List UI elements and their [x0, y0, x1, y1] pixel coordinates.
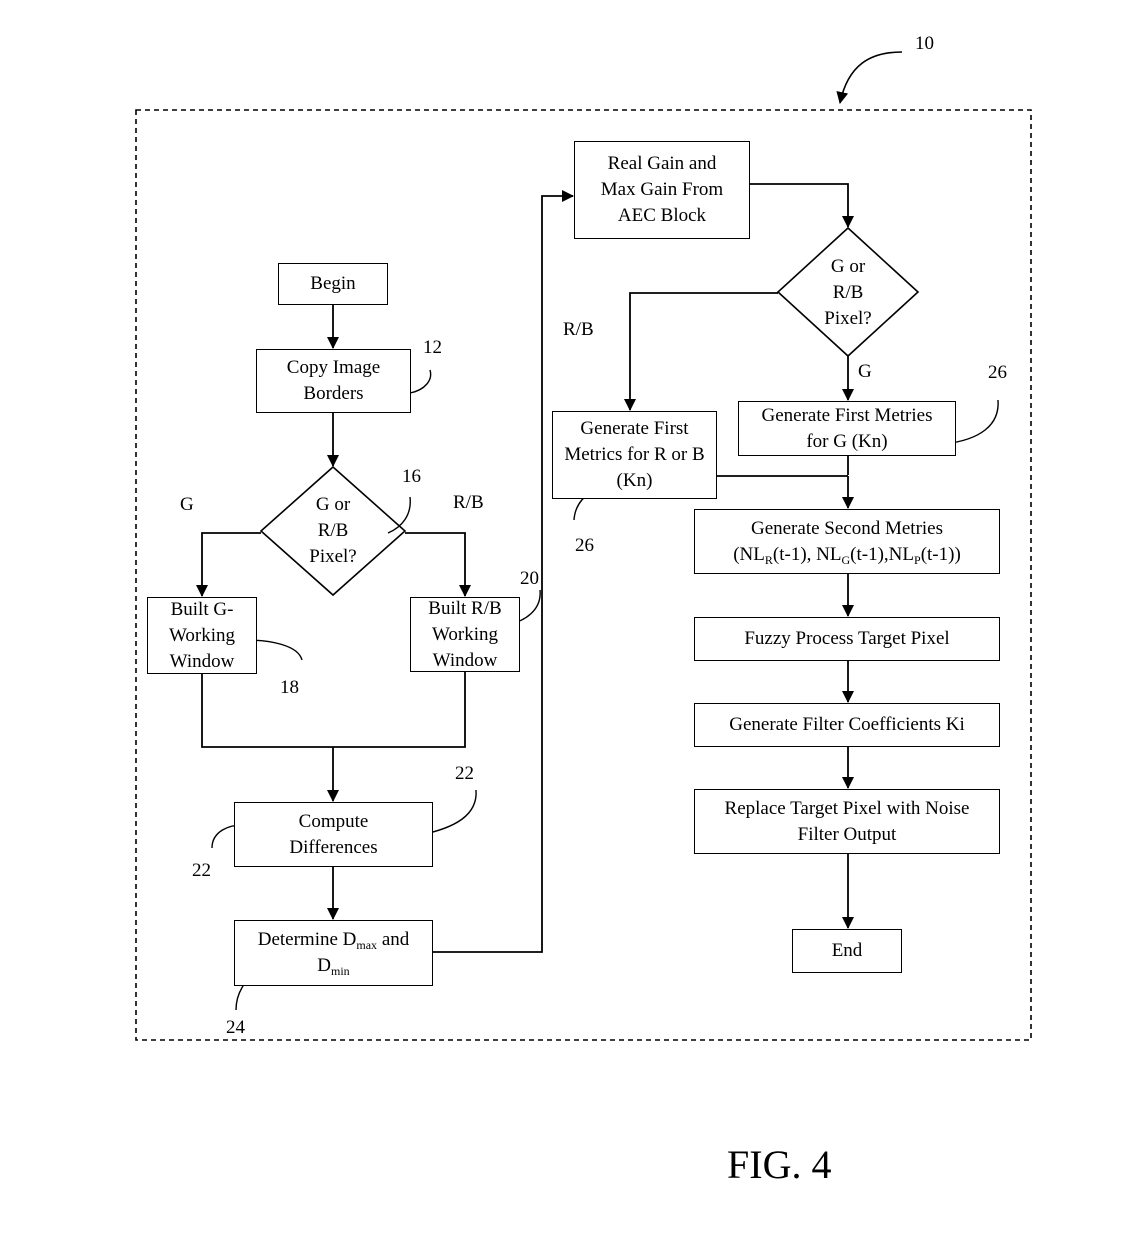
ref-10-leader — [836, 51, 903, 104]
gen-second-p4: (t-1)) — [920, 543, 961, 565]
ref-12-label: 12 — [423, 337, 442, 358]
arrow-decision-to-rb — [405, 532, 471, 597]
determine-sub-min: min — [331, 964, 350, 978]
built-rb-line2: Working — [431, 623, 498, 645]
decision-right-line1: G or — [830, 256, 866, 277]
fuzzy-label: Fuzzy Process Target Pixel — [744, 628, 950, 649]
compute-line1: Compute — [298, 810, 369, 832]
filter-coefficients-box: Generate Filter Coefficients Ki — [694, 703, 1000, 747]
built-g-line2: Working — [168, 624, 236, 646]
filter-coeff-label: Generate Filter Coefficients Ki — [729, 714, 965, 735]
ref-20-label: 20 — [520, 568, 539, 589]
ref-16-label: 16 — [402, 466, 421, 487]
branch-right-rb-label: R/B — [563, 319, 594, 340]
gen-second-line2: (NLR(t-1), NLG(t-1),NLP(t-1)) — [733, 542, 961, 568]
compute-differences-box: Compute Differences — [234, 802, 433, 867]
real-gain-box: Real Gain and Max Gain From AEC Block — [574, 141, 750, 239]
decision-left-line2: R/B — [317, 520, 349, 541]
gen-first-rb-line3: (Kn) — [616, 470, 653, 491]
copy-image-borders-box: Copy Image Borders — [256, 349, 411, 413]
copy-line2: Borders — [303, 383, 364, 404]
branch-right-g-label: G — [858, 361, 872, 382]
built-g-line3: Window — [169, 650, 235, 672]
determine-sub-max: max — [356, 938, 378, 952]
end-label: End — [831, 940, 863, 961]
branch-rb-label: R/B — [453, 492, 484, 513]
ref-16-leader — [387, 496, 411, 534]
built-g-window-box: Built G- Working Window — [147, 597, 257, 674]
decision-right-text: G or R/B Pixel? — [798, 254, 898, 332]
begin-label: Begin — [310, 273, 356, 294]
determine-pre: Determine D — [257, 929, 357, 950]
real-gain-line2: Max Gain From — [600, 179, 724, 200]
gen-second-s3: P — [914, 552, 921, 567]
gen-second-p2: (t-1), NL — [772, 543, 842, 565]
built-rb-line3: Window — [432, 649, 498, 671]
determine-dmax-dmin-box: Determine Dmax and Dmin — [234, 920, 433, 986]
end-box: End — [792, 929, 902, 973]
decision-left-diamond — [259, 465, 407, 597]
determine-line1: Determine Dmax and — [258, 927, 410, 953]
ref-12-leader — [409, 369, 432, 394]
figure-label: FIG. 4 — [727, 1142, 832, 1187]
ref-22-right-label: 22 — [455, 763, 474, 784]
ref-24-label: 24 — [226, 1017, 245, 1038]
ref-22-left-label: 22 — [192, 860, 211, 881]
determine-d2: D — [317, 955, 332, 976]
ref-26-left-label: 26 — [575, 535, 594, 556]
ref-10-label: 10 — [915, 33, 934, 54]
replace-line2: Filter Output — [797, 823, 897, 845]
built-g-line1: Built G- — [170, 598, 234, 620]
merge-line — [201, 672, 466, 748]
built-rb-window-box: Built R/B Working Window — [410, 597, 520, 672]
gen-second-s2: G — [841, 552, 851, 567]
gen-first-g-line2: for G (Kn) — [806, 430, 888, 452]
arrow-decision-to-g — [196, 532, 261, 597]
arrow-decision-to-rb-metrics — [624, 292, 778, 411]
branch-g-label: G — [180, 494, 194, 515]
determine-line2: Dmin — [258, 953, 410, 979]
gen-second-box: Generate Second Metries (NLR(t-1), NLG(t… — [694, 509, 1000, 574]
begin-box: Begin — [278, 263, 388, 305]
fuzzy-process-box: Fuzzy Process Target Pixel — [694, 617, 1000, 661]
gen-first-rb-line2: Metrics for R or B — [564, 444, 705, 465]
gen-second-line1: Generate Second Metries — [750, 517, 944, 539]
gen-second-s1: R — [764, 552, 773, 567]
real-gain-line1: Real Gain and — [607, 153, 717, 174]
gen-first-rb-line1: Generate First — [580, 418, 689, 439]
ref-18-label: 18 — [280, 677, 299, 698]
gen-second-p1: (NL — [733, 543, 765, 565]
gen-first-rb-box: Generate First Metrics for R or B (Kn) — [552, 411, 717, 499]
arrow-realgain-decision — [749, 183, 854, 228]
compute-line2: Differences — [289, 836, 378, 858]
replace-line1: Replace Target Pixel with Noise — [724, 797, 970, 819]
ref-26-right-label: 26 — [988, 362, 1007, 383]
arrow-determine-realgain — [433, 190, 574, 953]
built-rb-line1: Built R/B — [428, 597, 502, 619]
copy-line1: Copy Image — [286, 357, 381, 378]
decision-left-line1: G or — [315, 494, 351, 515]
real-gain-line3: AEC Block — [617, 205, 707, 226]
dashed-boundary — [135, 109, 1032, 1041]
gen-second-p3: (t-1),NL — [850, 543, 914, 565]
gen-first-g-line1: Generate First Metries — [761, 404, 933, 426]
determine-mid: and — [377, 929, 410, 950]
decision-right-line3: Pixel? — [824, 308, 872, 329]
replace-target-box: Replace Target Pixel with Noise Filter O… — [694, 789, 1000, 854]
decision-left-line3: Pixel? — [309, 546, 357, 567]
gen-first-g-box: Generate First Metries for G (Kn) — [738, 401, 956, 456]
decision-left-text: G or R/B Pixel? — [283, 492, 383, 570]
decision-right-line2: R/B — [832, 282, 864, 303]
